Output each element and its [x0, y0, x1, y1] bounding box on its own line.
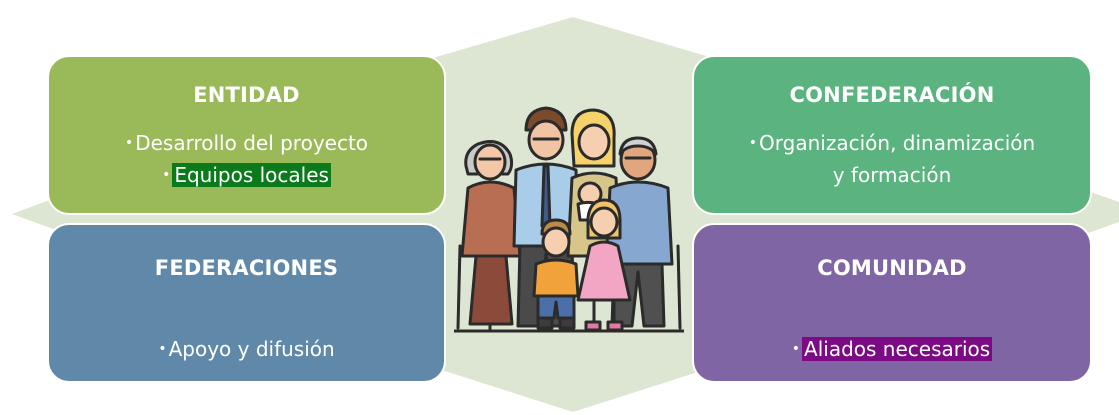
girl-figure: [576, 198, 632, 332]
highlighted-text: Equipos locales: [172, 163, 331, 187]
quadrant-title-comunidad: COMUNIDAD: [817, 256, 967, 280]
quadrant-title-federaciones: FEDERACIONES: [154, 256, 339, 280]
family-illustration: [454, 106, 684, 333]
quadrant-entidad: ENTIDAD •Desarrollo del proyecto •Equipo…: [47, 55, 446, 215]
quadrant-title-confederacion: CONFEDERACIÓN: [789, 83, 995, 107]
confederacion-line-2: y formación: [832, 163, 952, 187]
highlighted-text: Aliados necesarios: [802, 337, 993, 361]
boy-figure: [532, 218, 580, 330]
confederacion-line-1: •Organización, dinamización: [748, 131, 1036, 155]
grandfather-figure: [604, 136, 682, 330]
comunidad-line-1: •Aliados necesarios: [791, 337, 993, 361]
entidad-line-1: •Desarrollo del proyecto: [124, 131, 369, 155]
quadrant-federaciones: FEDERACIONES •Apoyo y difusión: [47, 223, 446, 383]
quadrant-title-entidad: ENTIDAD: [193, 83, 300, 107]
entidad-line-2: •Equipos locales: [162, 163, 331, 187]
quadrant-comunidad: COMUNIDAD •Aliados necesarios: [692, 223, 1092, 383]
quadrant-confederacion: CONFEDERACIÓN •Organización, dinamizació…: [692, 55, 1092, 215]
federaciones-line-1: •Apoyo y difusión: [158, 337, 335, 361]
grandmother-figure: [456, 140, 522, 332]
